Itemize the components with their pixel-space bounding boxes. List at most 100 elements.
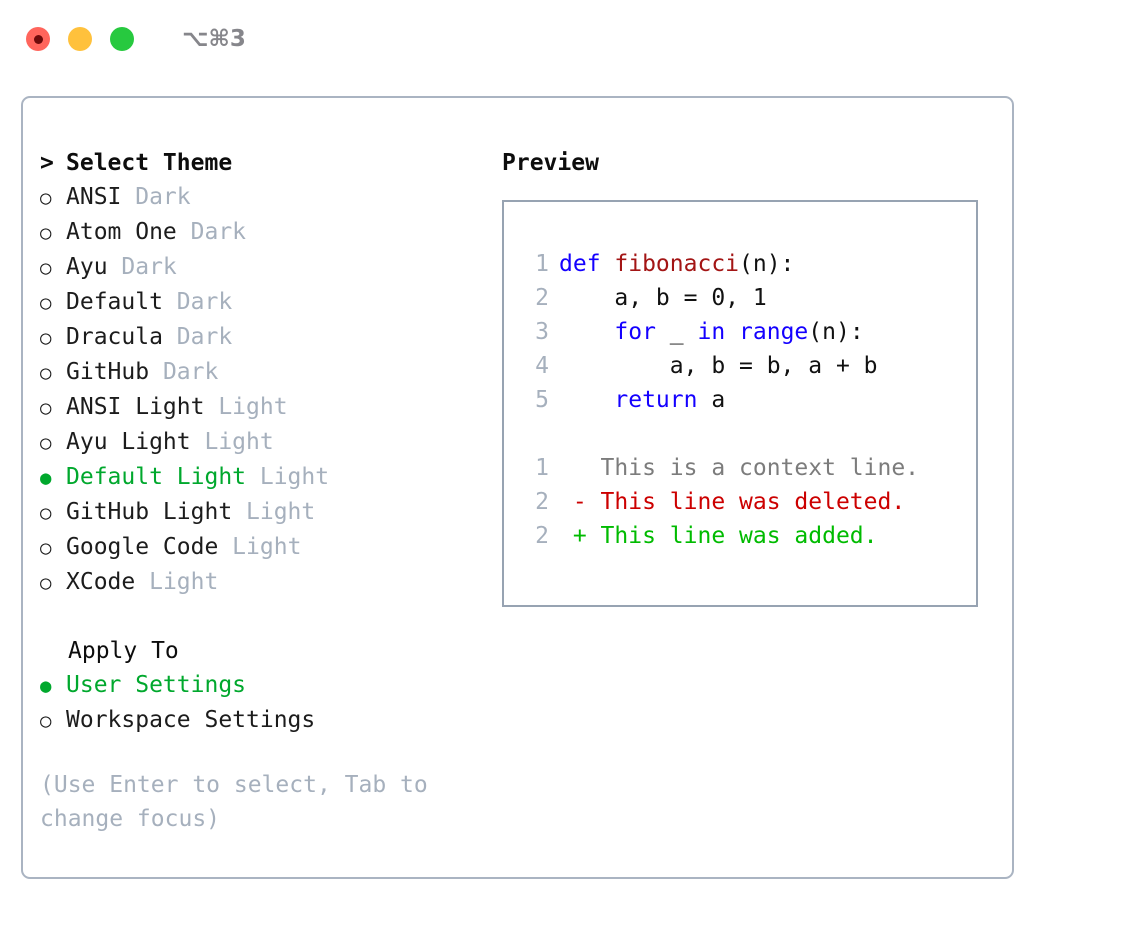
code-token: for (614, 319, 656, 345)
theme-option-name: Google Code (66, 534, 219, 560)
theme-option-tag: Light (246, 464, 330, 490)
code-diff-gap (504, 417, 976, 451)
theme-option-tag: Dark (149, 359, 219, 385)
theme-option-name: Ayu Light (66, 429, 191, 455)
theme-option-default-light[interactable]: ● Default Light Light (40, 460, 493, 495)
theme-option-xcode[interactable]: ○ XCode Light (40, 565, 493, 600)
select-theme-header-label: Select Theme (66, 150, 233, 176)
code-token: in (697, 319, 726, 345)
code-token: (n): (808, 319, 864, 345)
apply-to-option-workspace-settings[interactable]: ○ Workspace Settings (40, 703, 493, 738)
code-line: 2 a, b = 0, 1 (504, 281, 976, 315)
code-line: 4 a, b = b, a + b (504, 349, 976, 383)
diff-marker: + (559, 523, 601, 549)
theme-option-github-light[interactable]: ○GitHub Light Light (40, 495, 493, 530)
radio-selected-icon: ● (40, 675, 52, 697)
code-token: a, b = b, a + b (559, 353, 878, 379)
radio-selected-icon: ● (40, 467, 52, 489)
theme-selector-panel: >Select Theme ○ANSI Dark○Atom One Dark○A… (21, 96, 1014, 879)
radio-unselected-icon: ○ (40, 710, 52, 732)
code-token: _ (655, 319, 698, 345)
close-window-icon[interactable] (26, 27, 50, 51)
theme-option-name: Atom One (66, 219, 177, 245)
code-token (559, 319, 614, 345)
apply-to-option-user-settings[interactable]: ● User Settings (40, 668, 493, 703)
line-number: 2 (535, 489, 549, 515)
theme-option-tag: Light (135, 569, 219, 595)
code-token: range (739, 319, 809, 345)
window-titlebar: ⌥⌘3 (0, 0, 1140, 78)
code-token (725, 319, 739, 345)
code-token: fibonacci (614, 251, 740, 277)
code-token (559, 387, 614, 413)
diff-marker (559, 455, 601, 481)
diff-text: This is a context line. (600, 455, 920, 481)
theme-option-list: ○ANSI Dark○Atom One Dark○Ayu Dark○Defaul… (40, 180, 493, 600)
theme-option-default[interactable]: ○Default Dark (40, 285, 493, 320)
theme-option-tag: Light (190, 429, 274, 455)
radio-unselected-icon: ○ (40, 187, 52, 209)
traffic-lights (26, 27, 134, 51)
radio-unselected-icon: ○ (40, 362, 52, 384)
theme-option-tag: Light (204, 394, 288, 420)
radio-unselected-icon: ○ (40, 537, 52, 559)
line-number: 4 (535, 353, 549, 379)
radio-unselected-icon: ○ (40, 397, 52, 419)
code-line: 3 for _ in range(n): (504, 315, 976, 349)
minimize-window-icon[interactable] (68, 27, 92, 51)
theme-option-name: Default Light (66, 464, 247, 490)
theme-option-google-code[interactable]: ○ Google Code Light (40, 530, 493, 565)
code-line: 5 return a (504, 383, 976, 417)
theme-option-tag: Light (218, 534, 302, 560)
theme-option-tag: Dark (107, 254, 177, 280)
code-token: return (614, 387, 698, 413)
radio-unselected-icon: ○ (40, 572, 52, 594)
diff-line: 2 + This line was added. (504, 519, 976, 553)
caret-icon: > (40, 150, 54, 176)
theme-option-github[interactable]: ○GitHub Dark (40, 355, 493, 390)
apply-to-option-name: Workspace Settings (66, 707, 316, 733)
line-number: 3 (535, 319, 549, 345)
window-title: ⌥⌘3 (182, 26, 246, 52)
list-spacer (40, 600, 493, 634)
diff-line: 1 This is a context line. (504, 451, 976, 485)
theme-option-name: GitHub Light (66, 499, 233, 525)
theme-option-name: XCode (66, 569, 136, 595)
theme-option-name: ANSI Light (66, 394, 205, 420)
diff-line: 2 - This line was deleted. (504, 485, 976, 519)
radio-unselected-icon: ○ (40, 327, 52, 349)
apply-to-header: Apply To (68, 638, 179, 664)
theme-option-tag: Dark (121, 184, 191, 210)
line-number: 1 (535, 251, 549, 277)
theme-option-atom-one[interactable]: ○Atom One Dark (40, 215, 493, 250)
theme-list-column: >Select Theme ○ANSI Dark○Atom One Dark○A… (23, 98, 493, 877)
apply-to-option-name: User Settings (66, 672, 247, 698)
theme-option-name: Dracula (66, 324, 163, 350)
maximize-window-icon[interactable] (110, 27, 134, 51)
diff-sample: 1 This is a context line.2 - This line w… (504, 451, 976, 553)
theme-option-ansi-light[interactable]: ○ ANSI Light Light (40, 390, 493, 425)
radio-unselected-icon: ○ (40, 432, 52, 454)
code-token: a (697, 387, 726, 413)
radio-unselected-icon: ○ (40, 292, 52, 314)
radio-unselected-icon: ○ (40, 502, 52, 524)
diff-text: This line was added. (600, 523, 878, 549)
theme-option-ayu-light[interactable]: ○ Ayu Light Light (40, 425, 493, 460)
theme-option-name: Default (66, 289, 163, 315)
radio-unselected-icon: ○ (40, 222, 52, 244)
code-token: (n): (739, 251, 795, 277)
diff-text: This line was deleted. (600, 489, 906, 515)
theme-option-ansi[interactable]: ○ ANSI Dark (40, 180, 493, 215)
theme-option-ayu[interactable]: ○Ayu Dark (40, 250, 493, 285)
line-number: 5 (535, 387, 549, 413)
theme-option-dracula[interactable]: ○Dracula Dark (40, 320, 493, 355)
preview-header: Preview (502, 150, 599, 176)
theme-option-name: ANSI (66, 184, 122, 210)
apply-to-option-list: ● User Settings ○ Workspace Settings (40, 668, 493, 738)
diff-marker: - (559, 489, 601, 515)
